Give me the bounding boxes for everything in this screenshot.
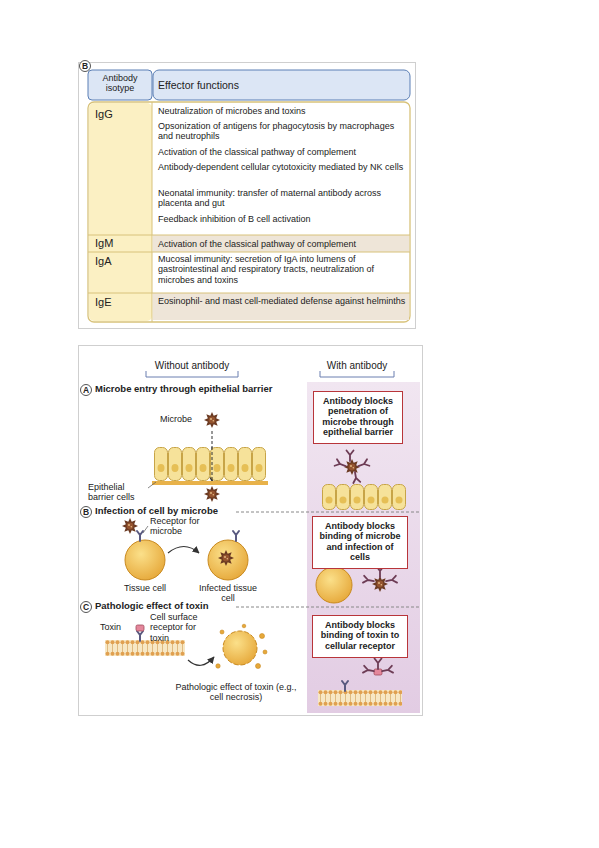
column-heading: With antibody: [307, 360, 407, 372]
column-heading: Without antibody: [132, 360, 252, 372]
isotype-cell: IgM: [95, 237, 145, 250]
table-header: Antibody isotype: [89, 73, 151, 94]
part-label: Tissue cell: [115, 583, 175, 593]
function-cell: Eosinophil- and mast cell-mediated defen…: [158, 296, 410, 306]
blocking-box: Antibody blocks binding of toxin to cell…: [312, 615, 408, 658]
isotype-cell: IgA: [95, 255, 145, 268]
section-title: Infection of cell by microbe: [95, 506, 295, 517]
function-cell: Neonatal immunity: transfer of maternal …: [158, 188, 410, 209]
function-cell: Mucosal immunity: secretion of IgA into …: [158, 254, 410, 285]
part-label: Receptor for microbe: [150, 516, 202, 537]
function-cell: Feedback inhibition of B cell activation: [158, 214, 410, 224]
blocking-box: Antibody blocks penetration of microbe t…: [313, 391, 403, 444]
section-title: Microbe entry through epithelial barrier: [95, 384, 305, 395]
section-letter: A: [80, 384, 92, 396]
section-title: Pathologic effect of toxin: [95, 601, 295, 612]
section-letter: B: [80, 506, 92, 518]
function-cell: Activation of the classical pathway of c…: [158, 239, 410, 249]
part-label: Pathologic effect of toxin (e.g., cell n…: [168, 682, 304, 703]
function-cell: Antibody-dependent cellular cytotoxicity…: [158, 162, 410, 172]
function-cell: Opsonization of antigens for phagocytosi…: [158, 121, 410, 142]
isotype-cell: IgG: [95, 108, 145, 121]
isotype-cell: IgE: [95, 296, 145, 309]
function-cell: Activation of the classical pathway of c…: [158, 147, 410, 157]
part-label: Toxin: [100, 622, 134, 632]
section-letter: C: [80, 601, 92, 613]
box-text: Antibody blocks binding of microbe and i…: [318, 521, 402, 562]
box-text: Antibody blocks binding of toxin to cell…: [318, 620, 402, 651]
part-label: Epithelial barrier cells: [88, 482, 150, 503]
table-header: Effector functions: [158, 79, 398, 91]
function-cell: Neutralization of microbes and toxins: [158, 106, 410, 116]
part-label: Microbe: [160, 414, 204, 424]
blocking-box: Antibody blocks binding of microbe and i…: [312, 516, 408, 569]
box-text: Antibody blocks penetration of microbe t…: [319, 396, 397, 437]
part-label: Cell surface receptor for toxin: [150, 612, 212, 643]
panel-letter: B: [79, 60, 91, 72]
